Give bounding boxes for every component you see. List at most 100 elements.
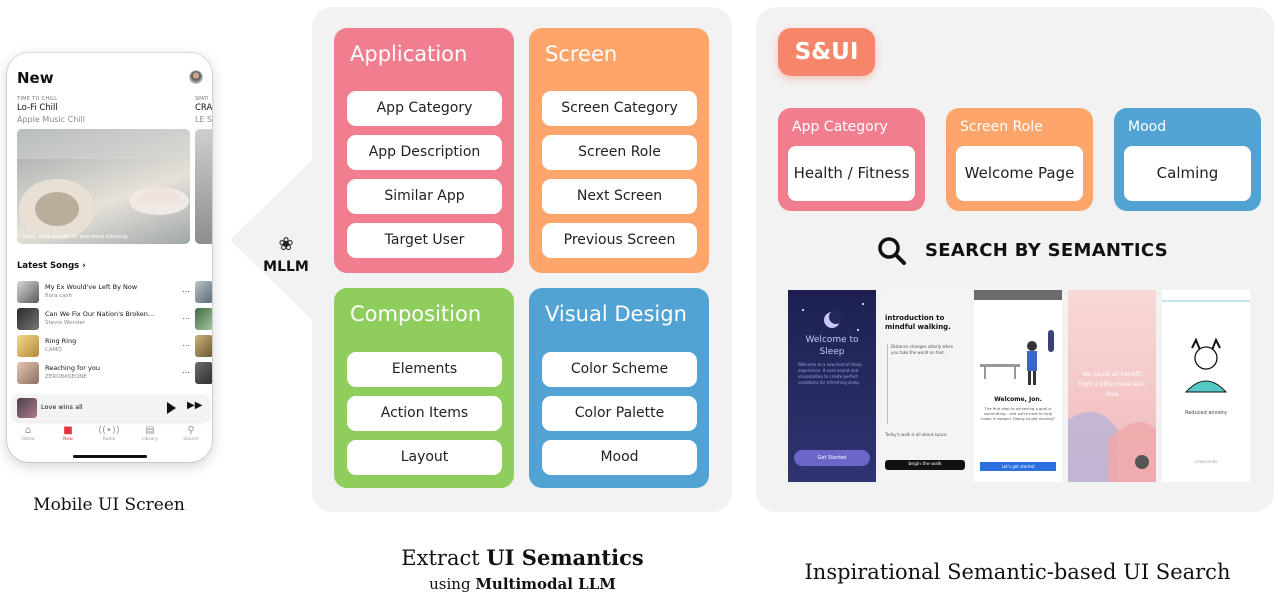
song-artist: ZEROBASEONE [45, 374, 87, 380]
more-icon[interactable]: ... [182, 366, 190, 375]
person-illustration [1184, 337, 1228, 393]
query-tag-screen-role: Screen Role Welcome Page [946, 108, 1093, 211]
pill-mood: Mood [542, 440, 697, 475]
list-item[interactable]: Ring Ring CAMO ... [17, 335, 192, 357]
tag-title: Screen Role [960, 119, 1043, 135]
tab-label: Library [142, 437, 158, 442]
result-heading: introduction to mindful walking. [885, 314, 951, 331]
learn-more-link[interactable]: LEARN MORE [1194, 460, 1218, 464]
workout-illustration [980, 330, 1054, 385]
result-body: The first step to achieving a goal is co… [981, 406, 1055, 421]
openai-logo-icon: ❀ [278, 234, 294, 255]
tab-home[interactable]: ⌂ Home [13, 425, 43, 442]
caption-text: Extract [401, 546, 487, 570]
mllm-label-group: ❀ MLLM [262, 234, 310, 276]
tag-value: Welcome Page [956, 146, 1083, 201]
home-icon: ⌂ [24, 425, 32, 436]
result-body: Welcome to a new kind of sleep experienc… [798, 362, 862, 385]
caption-using: using Multimodal LLM [380, 575, 665, 593]
block-composition: Composition Elements Action Items Layout [334, 288, 514, 488]
pill-next-screen: Next Screen [542, 179, 697, 214]
tab-library[interactable]: ▤ Library [135, 425, 165, 442]
song-title: Can We Fix Our Nation's Broken... [45, 310, 155, 318]
more-icon[interactable]: ... [182, 312, 190, 321]
artwork-caption: Hazy, easy sounds for lean-back listenin… [23, 234, 129, 240]
caption-bold: UI Semantics [486, 545, 644, 570]
pill-color-scheme: Color Scheme [542, 352, 697, 387]
result-footer: Today's walk is all about space. [885, 432, 948, 437]
begin-walk-button[interactable]: begin the walk [885, 460, 965, 470]
tag-title: Mood [1128, 119, 1167, 135]
playlist-artwork[interactable]: Hazy, easy sounds for lean-back listenin… [17, 129, 190, 244]
section-heading-label: Latest Songs [17, 261, 80, 271]
search-icon [878, 237, 906, 265]
pill-color-palette: Color Palette [542, 396, 697, 431]
progress-bar [1162, 300, 1250, 302]
block-title: Application [350, 42, 468, 66]
result-heading: Welcome to Sleep [805, 335, 859, 357]
abstract-shapes [1068, 412, 1156, 482]
block-visual-design: Visual Design Color Scheme Color Palette… [529, 288, 709, 488]
result-screen-anxiety[interactable]: Reduced anxiety LEARN MORE [1162, 290, 1250, 482]
song-artwork[interactable] [195, 362, 212, 384]
playlist-subtitle: Apple Music Chill [17, 115, 85, 124]
result-body: Distance changes utterly when you take t… [887, 344, 961, 424]
playlist-title[interactable]: Lo-Fi Chill [17, 103, 58, 113]
tag-value: Health / Fitness [788, 146, 915, 201]
tab-search[interactable]: ⚲ Search [176, 425, 206, 442]
song-artwork [17, 335, 39, 357]
list-item[interactable]: Can We Fix Our Nation's Broken... Stevie… [17, 308, 192, 330]
lets-get-started-button[interactable]: Let's get started [980, 462, 1056, 471]
song-artwork[interactable] [195, 308, 212, 330]
tab-radio[interactable]: ((•)) Radio [94, 425, 124, 442]
stars-decoration [802, 303, 864, 331]
block-title: Visual Design [545, 302, 687, 326]
caption-extract: Extract UI Semantics [380, 545, 665, 570]
play-icon[interactable] [167, 402, 176, 414]
song-artist: CAMO [45, 347, 62, 353]
playlist2-title[interactable]: CRA [195, 103, 212, 113]
more-icon[interactable]: ... [182, 285, 190, 294]
library-icon: ▤ [145, 425, 155, 436]
song-title: Ring Ring [45, 337, 77, 345]
query-tag-mood: Mood Calming [1114, 108, 1261, 211]
song-artwork[interactable] [195, 281, 212, 303]
list-item[interactable]: Reaching for you ZEROBASEONE ... [17, 362, 192, 384]
song-artwork[interactable] [195, 335, 212, 357]
pill-elements: Elements [347, 352, 502, 387]
section-heading[interactable]: Latest Songs › [17, 261, 86, 271]
result-screen-fitness[interactable]: Welcome, Jon. The first step to achievin… [974, 290, 1062, 482]
query-tag-app-category: App Category Health / Fitness [778, 108, 925, 211]
song-artwork [17, 308, 39, 330]
result-screen-walking[interactable]: introduction to mindful walking. Distanc… [881, 290, 969, 482]
tab-bar: ⌂ Home ■ New ((•)) Radio ▤ Library ⚲ Sea… [7, 423, 212, 462]
playlist2-artwork[interactable] [195, 129, 212, 244]
block-title: Composition [350, 302, 482, 326]
caption-bold: Multimodal LLM [475, 575, 616, 593]
result-screen-sleep[interactable]: Welcome to Sleep Welcome to a new kind o… [788, 290, 876, 482]
list-item[interactable]: My Ex Would've Left By Now flora cash ..… [17, 281, 192, 303]
tab-new[interactable]: ■ New [53, 425, 83, 442]
radio-icon: ((•)) [98, 425, 120, 436]
fast-forward-icon[interactable]: ▶▶ [187, 400, 203, 411]
song-title: My Ex Would've Left By Now [45, 283, 138, 291]
get-started-button[interactable]: Get Started [794, 450, 870, 466]
tab-label: Radio [102, 437, 116, 442]
pill-similar-app: Similar App [347, 179, 502, 214]
tab-label: New [63, 437, 73, 442]
page-title: New [17, 69, 54, 87]
result-heading: Reduced anxiety [1185, 410, 1227, 416]
mobile-ui-screen: New TIME TO CHILL SPATI Lo-Fi Chill CRA … [7, 53, 212, 462]
mini-player[interactable]: Love wins all ▶▶ [13, 395, 209, 421]
avatar[interactable] [189, 70, 203, 84]
caption-text: using [429, 575, 476, 593]
song-title: Reaching for you [45, 364, 100, 372]
playlist2-kicker: SPATI [195, 96, 209, 102]
more-icon[interactable]: ... [182, 339, 190, 348]
block-title: Screen [545, 42, 618, 66]
caption-search: Inspirational Semantic-based UI Search [804, 560, 1231, 584]
pill-app-description: App Description [347, 135, 502, 170]
result-screen-selflove[interactable]: We could all benefit from a little more … [1068, 290, 1156, 482]
block-screen: Screen Screen Category Screen Role Next … [529, 28, 709, 273]
status-bar [974, 290, 1062, 300]
